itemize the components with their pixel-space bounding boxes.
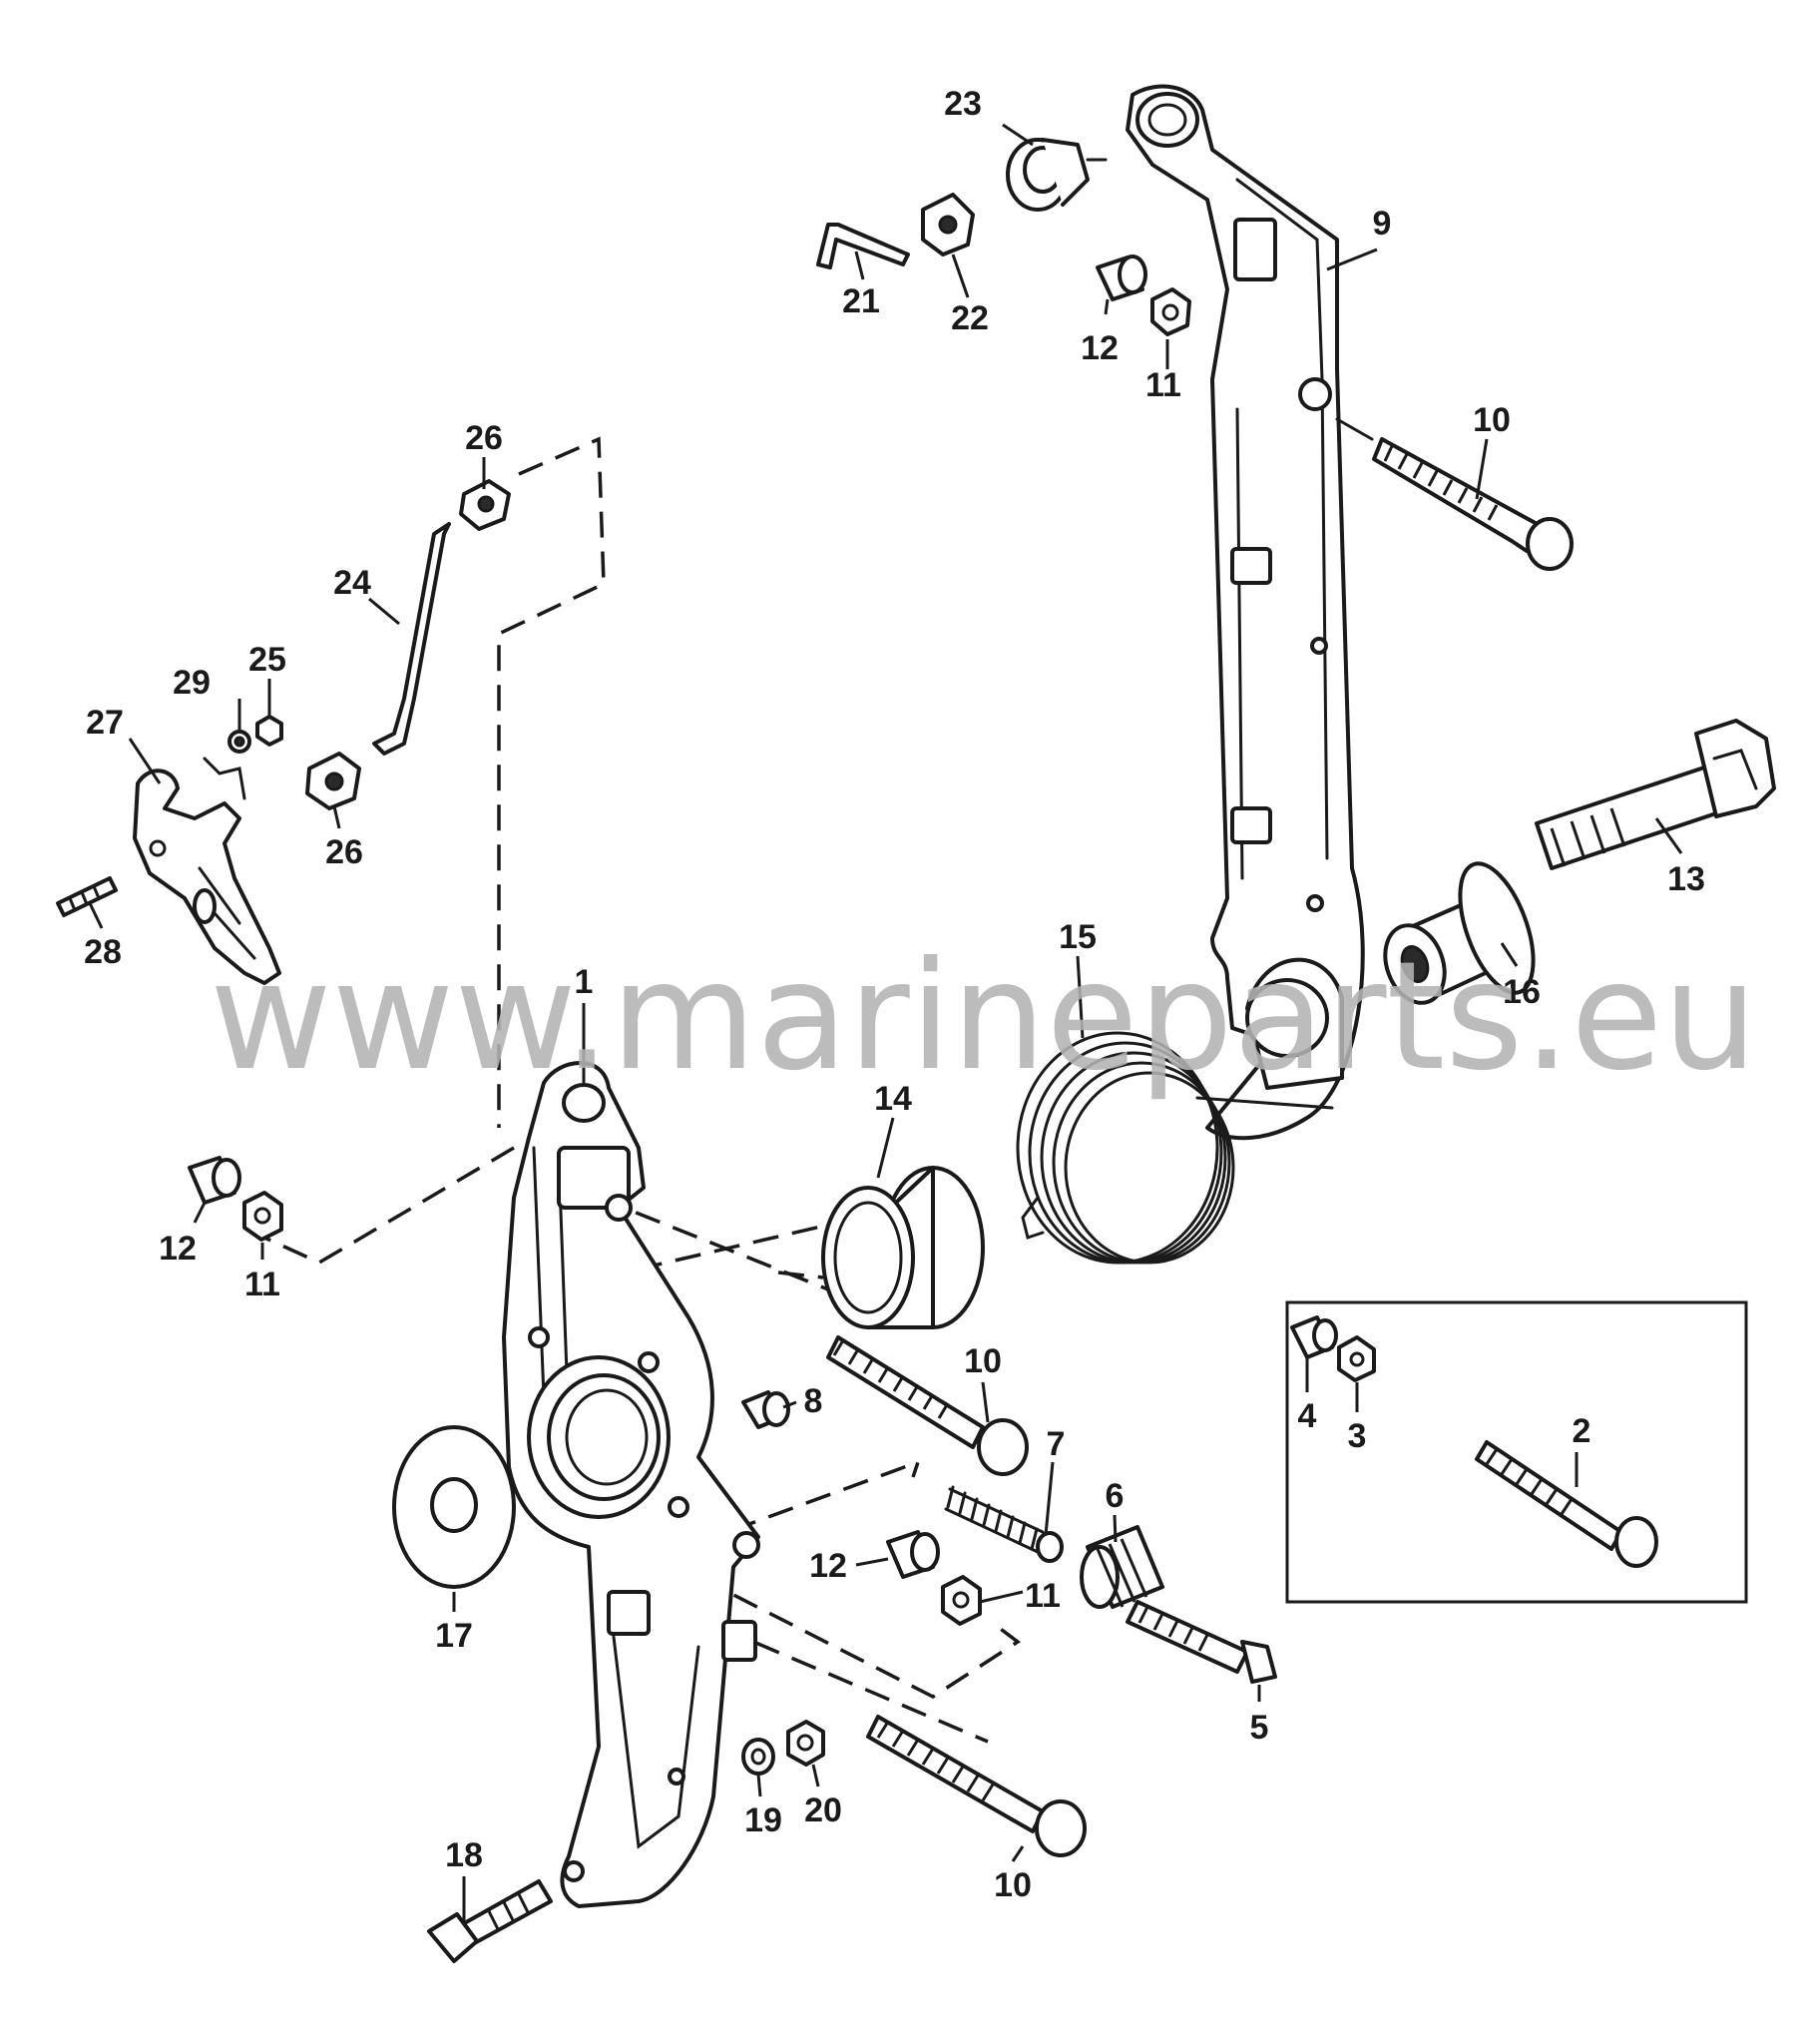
part-12-spacer-lower (886, 1530, 940, 1579)
callout-11-lower: 11 (1025, 1577, 1061, 1615)
part-16-bushing (1383, 861, 1536, 1005)
callout-15: 15 (1059, 918, 1097, 956)
callout-21: 21 (842, 282, 880, 320)
callout-14: 14 (874, 1080, 912, 1118)
callout-6: 6 (1106, 1477, 1125, 1515)
callout-26-top: 26 (465, 419, 503, 457)
callout-27: 27 (86, 704, 124, 742)
callout-1: 1 (575, 963, 594, 1001)
part-22-clip (921, 193, 975, 256)
callout-22: 22 (951, 299, 989, 337)
part-11-nut-left (242, 1191, 283, 1242)
part-27-cam-lever (133, 757, 281, 985)
callout-10-upper: 10 (1473, 401, 1511, 439)
callout-19: 19 (744, 1801, 782, 1839)
part-4-spacer (1290, 1315, 1338, 1359)
callout-25: 25 (248, 641, 286, 679)
part-23-bushing-small (1006, 138, 1108, 212)
callout-24: 24 (333, 564, 371, 602)
watermark-text: www.marineparts.eu (210, 930, 1758, 1104)
part-8-small-nut (741, 1390, 790, 1429)
part-10-bolt-lower (866, 1715, 1087, 1857)
callout-2: 2 (1573, 1412, 1591, 1450)
part-2-bolt (1475, 1440, 1658, 1568)
callout-17: 17 (435, 1617, 473, 1655)
leader-lines (88, 123, 1683, 1921)
callout-11-upper: 11 (1145, 366, 1181, 404)
part-1-main-lever (502, 1061, 760, 1908)
part-10-bolt-upper (1335, 417, 1574, 571)
part-26-clip-top (459, 479, 511, 531)
callout-12-left: 12 (159, 1230, 197, 1268)
inset-box (1285, 1300, 1748, 1604)
part-12-spacer-upper (1096, 255, 1147, 301)
part-19-washer (741, 1738, 775, 1776)
callout-9: 9 (1373, 205, 1392, 243)
callout-11-left: 11 (244, 1266, 280, 1303)
callout-18: 18 (445, 1836, 483, 1874)
callout-8: 8 (804, 1382, 823, 1420)
part-5-bolt (1126, 1600, 1277, 1684)
part-11-nut-lower (941, 1575, 982, 1626)
callout-13: 13 (1667, 860, 1705, 898)
part-14-flanged-bushing (821, 1166, 985, 1329)
callout-29: 29 (173, 664, 211, 702)
callout-16: 16 (1503, 973, 1541, 1011)
part-9-lever-arm (1126, 84, 1365, 1141)
callout-5: 5 (1250, 1709, 1269, 1747)
part-17-washer (392, 1425, 516, 1589)
callout-26-bottom: 26 (325, 833, 363, 871)
part-3-nut (1337, 1335, 1376, 1382)
part-12-spacer-left (188, 1156, 241, 1205)
part-25-nut-small (255, 715, 283, 747)
part-13-large-bolt (1535, 719, 1776, 870)
callout-3: 3 (1348, 1417, 1367, 1455)
part-7-spring (944, 1485, 1064, 1563)
part-18-bolt (427, 1879, 553, 1963)
part-15-coil-spring (1016, 1031, 1235, 1265)
part-28-pin (56, 876, 118, 917)
part-10-bolt-middle (826, 1335, 1029, 1476)
callout-12-lower: 12 (809, 1547, 847, 1585)
callout-12-upper: 12 (1081, 329, 1119, 367)
part-6-gear-sleeve (1080, 1525, 1164, 1609)
callout-23: 23 (944, 85, 982, 123)
part-24-rod (372, 522, 451, 756)
callout-28: 28 (84, 933, 122, 971)
callout-labels: 23 9 21 22 12 11 10 26 24 25 29 27 26 13… (84, 85, 1705, 1904)
callout-7: 7 (1047, 1425, 1066, 1463)
callout-10-middle: 10 (964, 1342, 1002, 1380)
part-11-nut-upper (1150, 287, 1191, 336)
part-21-link-rod (816, 223, 910, 269)
part-20-nut (786, 1720, 825, 1767)
callout-4: 4 (1298, 1397, 1317, 1435)
callout-20: 20 (804, 1791, 842, 1829)
callout-10-lower: 10 (994, 1866, 1032, 1904)
part-26-clip-bottom (305, 752, 361, 810)
part-29-lock-washer (227, 730, 251, 754)
